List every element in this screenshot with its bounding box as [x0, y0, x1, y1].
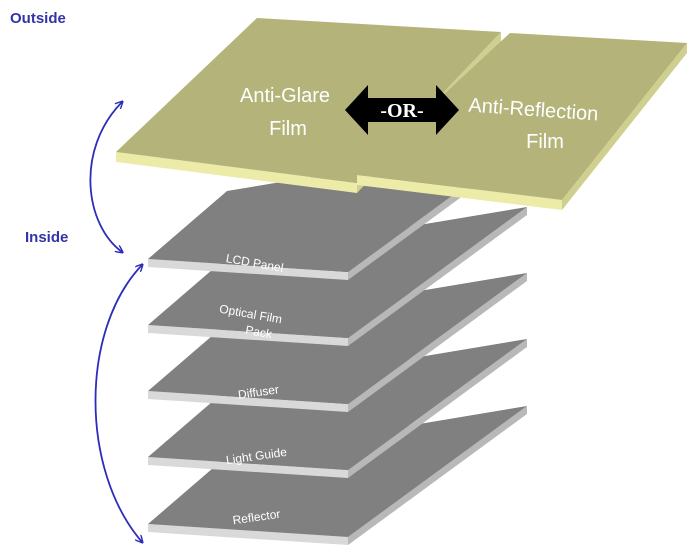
layer-side-right: [348, 207, 527, 346]
layer-side-front: [148, 259, 348, 280]
outside-inside-curved-arrow-icon: [89, 102, 122, 252]
layer-side-right: [348, 406, 527, 545]
outside-label: Outside: [10, 10, 66, 27]
inside-stack-curved-arrow-icon: [94, 265, 143, 542]
film-top-face: [357, 33, 687, 200]
layer-label-line2: Pack: [244, 323, 274, 342]
double-arrow-icon: [345, 85, 459, 135]
layer-side-front: [148, 524, 348, 545]
film-side-right: [562, 43, 687, 210]
layer-side-front: [148, 325, 348, 346]
or-label: -OR-: [380, 100, 423, 122]
film-side-front: [116, 152, 357, 193]
layer-label: Diffuser: [237, 382, 280, 402]
layer-side-front: [148, 457, 348, 478]
layer-side-right: [348, 273, 527, 412]
layer-side-front: [148, 391, 348, 412]
layer-side-right: [348, 339, 527, 478]
or-double-arrow: -OR-: [345, 85, 459, 135]
film-label-line2: Film: [526, 131, 564, 153]
film-label-line2: Film: [269, 118, 307, 140]
anti-reflection-film: Anti-Reflection Film: [357, 33, 687, 210]
film-top-face: [116, 18, 501, 183]
inside-label: Inside: [25, 229, 69, 246]
film-label-line1: Anti-Glare: [240, 85, 330, 107]
film-side-front: [357, 175, 562, 210]
layer-label: Reflector: [232, 507, 282, 528]
